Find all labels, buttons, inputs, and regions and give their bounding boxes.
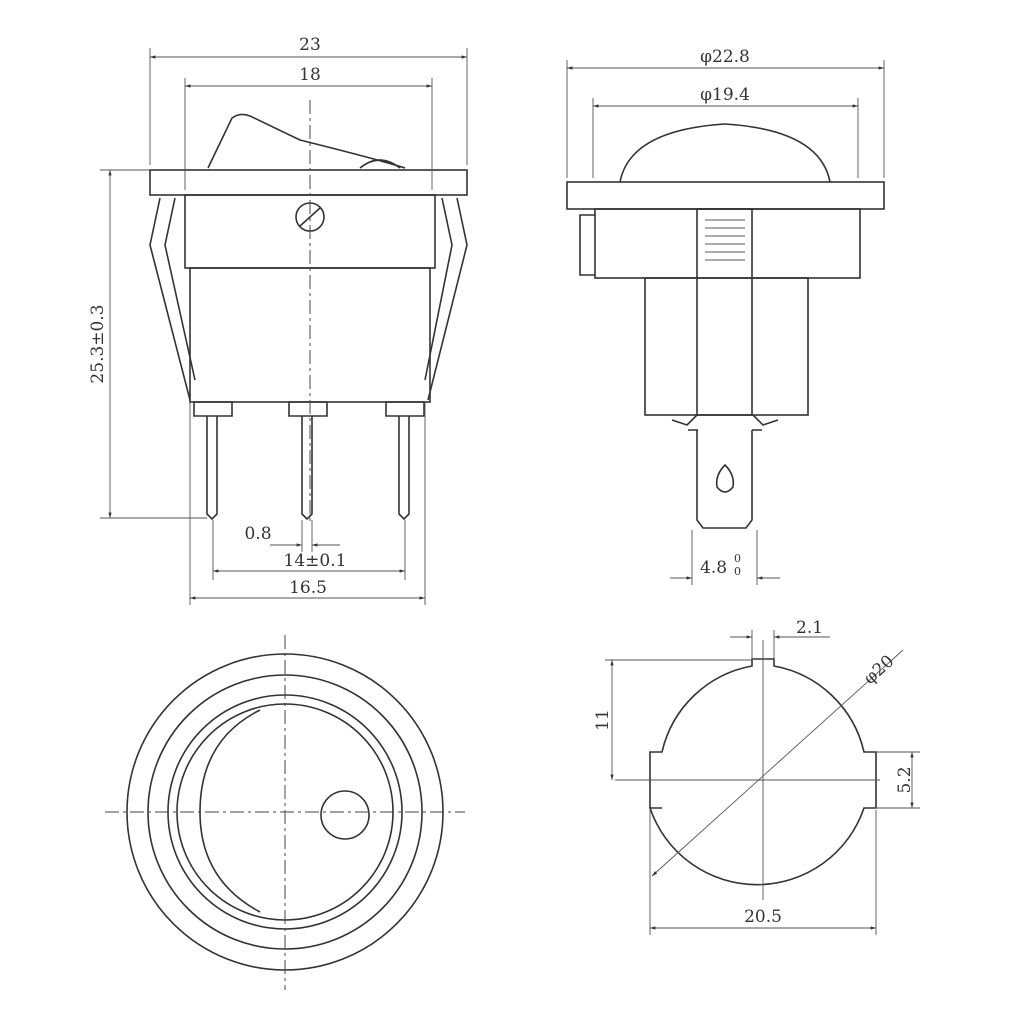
dim-terminal-width: 4.8 <box>700 558 727 578</box>
dim-dome-dia: φ19.4 <box>700 85 750 105</box>
dim-flat-height: 5.2 <box>895 766 915 793</box>
dim-terminal-thickness: 0.8 <box>244 524 271 544</box>
terminals <box>193 401 425 521</box>
side-view: 23 18 25.3±0.3 0.8 14±0.1 16.5 <box>88 35 468 605</box>
dim-terminal-pitch: 14±0.1 <box>284 551 347 571</box>
dim-key-width: 2.1 <box>796 618 823 638</box>
dim-terminal-tol-lower: 0 <box>734 565 741 578</box>
dim-base-width: 16.5 <box>289 578 327 598</box>
indicator-lamp <box>320 790 370 840</box>
panel-cutout: φ20 2.1 11 5.2 20.5 <box>593 618 920 935</box>
end-view: φ22.8 φ19.4 4.8 0 0 <box>566 47 885 585</box>
dim-terminal-tol-upper: 0 <box>734 552 741 565</box>
dim-key-height: 11 <box>593 709 613 731</box>
dim-flat-width: 20.5 <box>744 907 782 927</box>
dim-height: 25.3±0.3 <box>88 304 108 383</box>
top-view <box>105 635 465 990</box>
dim-flange-dia: φ22.8 <box>700 47 750 67</box>
dim-overall-width: 23 <box>299 35 321 55</box>
dim-body-width: 18 <box>299 65 321 85</box>
